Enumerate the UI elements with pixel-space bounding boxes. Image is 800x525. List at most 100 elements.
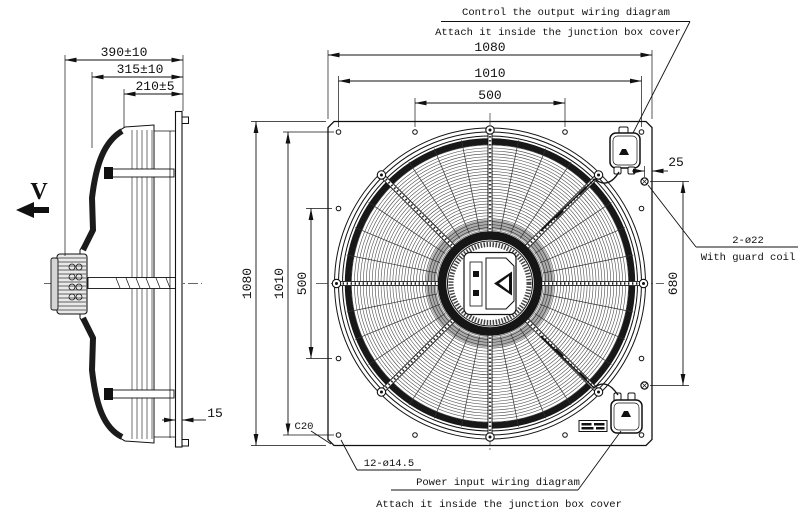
guard-radial-wire	[542, 293, 634, 313]
guard-radial-wire	[433, 148, 470, 234]
dim-guard-depth: 210±5	[135, 79, 174, 94]
guard-coil-hole-bottom	[640, 381, 649, 390]
strap-rivet-pin	[379, 390, 383, 394]
top-note-line1: Control the output wiring diagram	[462, 7, 670, 19]
guard-radial-wire	[510, 148, 547, 234]
motor-detail	[75, 263, 83, 271]
guard-radial-wire	[368, 313, 446, 365]
dim-guard-hole-spacing: 680	[666, 272, 681, 295]
mounting-hole	[638, 205, 645, 212]
cable-clamp	[554, 348, 564, 357]
guard-radial-wire	[368, 202, 446, 254]
guard-radial-wire	[510, 333, 547, 419]
junction-box-bottom	[610, 392, 643, 434]
motor-detail	[68, 273, 76, 281]
motor-detail	[75, 293, 83, 301]
guard-radial-wire	[408, 328, 461, 406]
mounting-holes	[335, 129, 645, 438]
mounting-hole	[638, 129, 645, 135]
dim-width-overall: 1080	[474, 40, 505, 55]
chamfer-label: C20	[295, 421, 314, 433]
dim-height-bolt-pitch: 500	[295, 272, 310, 295]
junction-box-top	[609, 126, 641, 175]
cable-clamp	[578, 186, 588, 195]
mounting-hole	[638, 355, 645, 362]
mounting-hole	[412, 432, 418, 438]
motor-detail	[68, 283, 76, 291]
cable-clamps	[554, 186, 588, 381]
side-guard-dark-band-bottom	[80, 316, 124, 440]
guard-radial-wire	[346, 293, 438, 313]
view-direction-label: V	[30, 179, 48, 205]
strap-rivet-pin	[597, 390, 601, 394]
dim-height-overall: 1080	[240, 268, 255, 299]
motor-detail	[68, 293, 76, 301]
motor-detail	[68, 263, 76, 271]
cable-clamp	[554, 210, 564, 219]
junction-box-label-icon	[621, 411, 631, 417]
dim-width-bolt-span: 1010	[474, 66, 505, 81]
motor-detail	[75, 283, 83, 291]
guard-radial-wire	[500, 336, 519, 427]
mounting-hole	[335, 432, 342, 438]
side-guard-straps	[87, 167, 177, 400]
dim-guard-hole-edge-offset: 25	[668, 155, 684, 170]
guard-radial-wire	[354, 303, 441, 340]
mounting-hole	[562, 432, 568, 438]
nameplate	[578, 420, 608, 432]
annotations: Control the output wiring diagram Attach…	[295, 7, 798, 511]
guard-coil-hole-top	[640, 177, 649, 186]
strap-rivet-pin	[335, 282, 338, 285]
side-guard-dark-band-top	[80, 128, 124, 252]
airflow-arrow-icon	[16, 202, 49, 218]
strap-rivet-pin	[597, 173, 601, 177]
side-motor	[50, 253, 88, 315]
guard-radial-wire	[539, 303, 626, 340]
guard-radial-wire	[461, 336, 480, 427]
guard-radial-wire	[408, 161, 461, 239]
motor-detail	[75, 273, 83, 281]
front-view-dimensions: 1080 1010 500 1080 1010 500 25 680	[240, 40, 689, 446]
dim-width-bolt-pitch: 500	[478, 88, 501, 103]
side-mounting-plate	[154, 110, 189, 448]
mounting-holes-label: 12-ø14.5	[364, 458, 414, 470]
dim-total-depth: 390±10	[101, 45, 148, 60]
mounting-hole	[335, 355, 342, 362]
guard-radial-wire	[500, 140, 519, 231]
guard-radial-wire	[519, 328, 572, 406]
strap-rivet-pin	[488, 435, 492, 439]
guard-strap-hatch	[383, 176, 459, 252]
guard-radial-wire	[534, 202, 612, 254]
guard-strap-hatch	[383, 315, 459, 391]
cable-clamp	[578, 372, 588, 381]
mounting-hole	[335, 129, 342, 135]
strap-rivet-pin	[379, 173, 383, 177]
guard-radial-wire	[539, 227, 626, 264]
guard-radial-wire	[461, 140, 480, 231]
guard-holes-label-line1: 2-ø22	[732, 235, 764, 247]
strap-rivet-pin	[488, 128, 492, 132]
side-view: V	[16, 110, 202, 448]
guard-radial-wire	[519, 161, 572, 239]
mounting-hole	[638, 432, 645, 438]
dim-plate-thickness: 15	[207, 406, 223, 421]
dim-mid-depth: 315±10	[117, 62, 164, 77]
bottom-note-line2: Attach it inside the junction box cover	[376, 499, 622, 511]
guard-radial-wire	[542, 254, 634, 274]
guard-radial-wire	[433, 333, 470, 419]
top-note-line2: Attach it inside the junction box cover	[435, 27, 681, 39]
guard-holes-label-line2: With guard coil	[701, 252, 796, 264]
junction-box-label-icon	[619, 149, 629, 155]
bottom-note-line1: Power input wiring diagram	[416, 477, 580, 489]
strap-rivet-pin	[642, 282, 645, 285]
fan-hub	[437, 231, 543, 336]
mounting-hole	[335, 205, 342, 212]
guard-radial-wire	[534, 313, 612, 365]
dim-height-bolt-span: 1010	[272, 268, 287, 299]
mounting-hole	[562, 129, 568, 135]
guard-radial-wire	[354, 227, 441, 264]
mounting-hole	[412, 129, 418, 135]
guard-radial-wire	[346, 254, 438, 274]
